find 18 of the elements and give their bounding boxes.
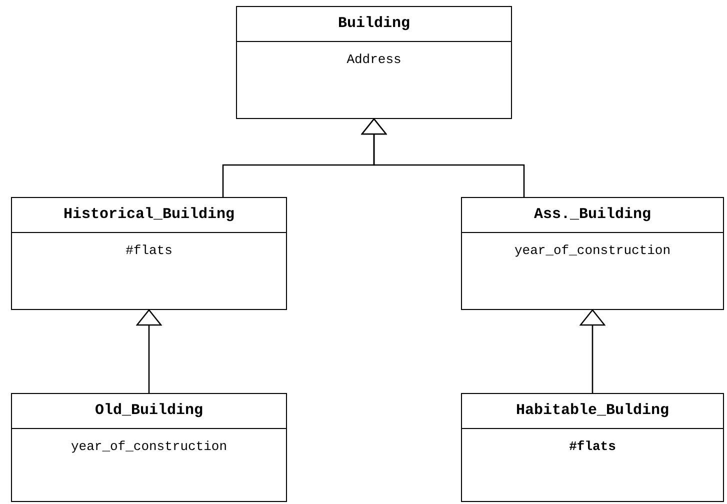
class-name: Ass._Building [462, 198, 723, 233]
class-name: Habitable_Bulding [462, 394, 723, 429]
class-box [11, 393, 287, 502]
class-name: Old_Building [12, 394, 286, 429]
class-box [461, 393, 724, 502]
class-name: Historical_Building [12, 198, 286, 233]
class-box [11, 197, 287, 310]
class-attribute: year_of_construction [70, 439, 228, 454]
generalization-arrow [580, 309, 606, 393]
class-box [236, 6, 512, 119]
class-attribute: #flats [124, 243, 174, 258]
class-name: Building [237, 7, 511, 42]
generalization-arrow [136, 309, 162, 393]
class-box [461, 197, 724, 310]
generalization-arrow [361, 118, 525, 197]
class-attribute: Address [346, 52, 402, 67]
class-attribute: #flats [568, 439, 617, 454]
class-attribute: year_of_construction [513, 243, 672, 258]
